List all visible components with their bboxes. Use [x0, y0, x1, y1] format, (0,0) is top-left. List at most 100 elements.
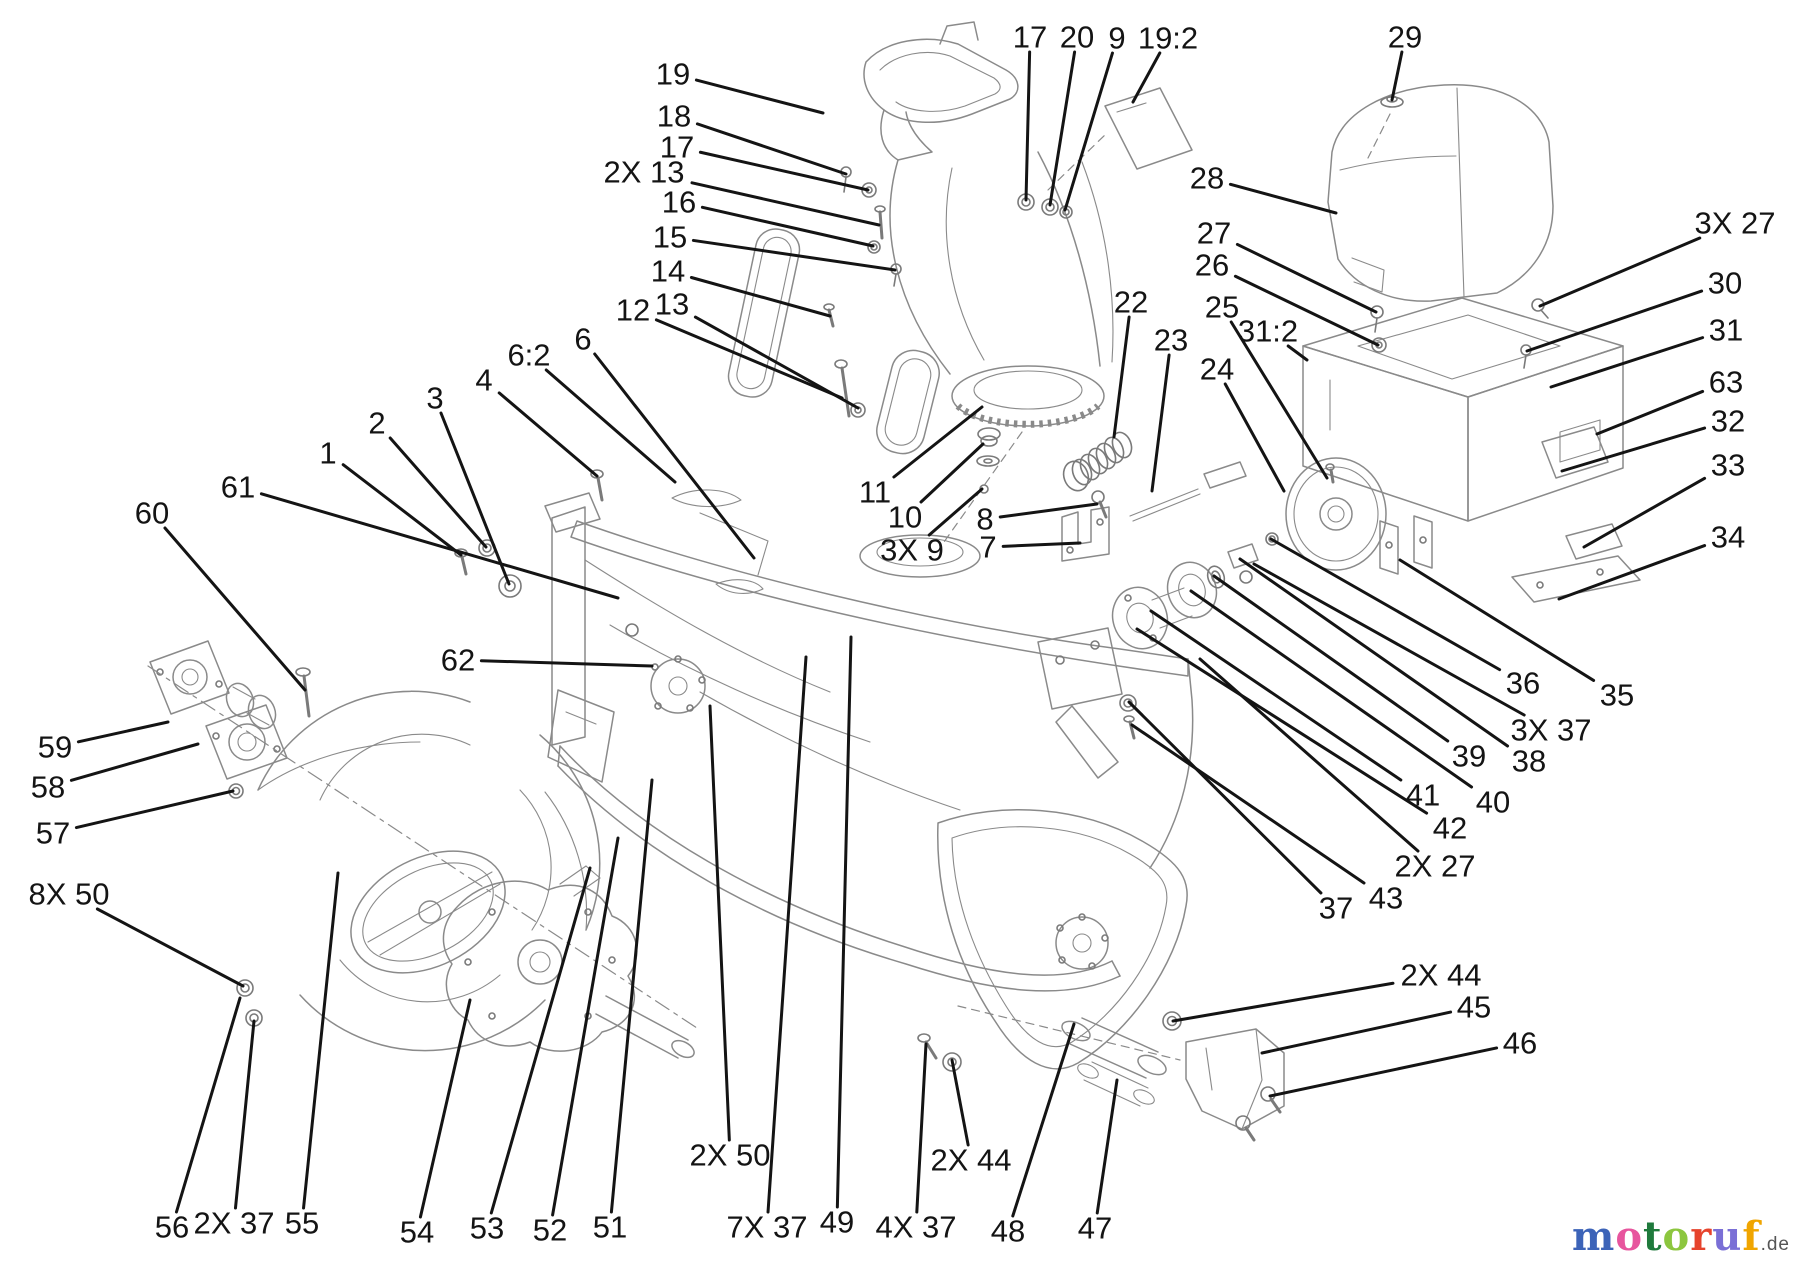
lower-bracket-drawing [917, 1011, 1285, 1142]
part-label-6: 6 [574, 322, 591, 357]
leader-line-7X-37 [766, 655, 808, 1214]
part-label-22: 22 [1114, 285, 1148, 320]
leader-line-20 [1048, 50, 1077, 207]
diagram-artwork [147, 21, 1641, 1142]
part-label-19: 19 [656, 57, 690, 92]
assembly-axis-lines [147, 431, 1181, 1061]
part-label-36: 36 [1506, 666, 1540, 701]
part-label-20: 20 [1060, 20, 1094, 55]
part-label-7: 7 [979, 530, 996, 565]
leader-line-47 [1095, 1078, 1119, 1215]
chute-guide-rails-drawing [727, 228, 940, 455]
part-label-29: 29 [1388, 20, 1422, 55]
part-label-53: 53 [470, 1211, 504, 1246]
leader-line-26 [1233, 274, 1380, 347]
part-label-46: 46 [1503, 1026, 1537, 1061]
part-label-2X-44: 2X 44 [1400, 958, 1481, 993]
leader-line-14 [689, 276, 832, 318]
part-label-24: 24 [1200, 352, 1234, 387]
part-label-27: 27 [1197, 216, 1231, 251]
leader-line-34 [1557, 544, 1707, 601]
part-label-45: 45 [1457, 990, 1491, 1025]
part-label-9: 9 [1108, 21, 1125, 56]
part-label-3X-27: 3X 27 [1694, 206, 1775, 241]
part-label-13: 13 [655, 287, 689, 322]
leader-line-49 [835, 635, 853, 1209]
leader-line-27 [1235, 242, 1378, 314]
part-label-2X-13: 2X 13 [603, 155, 684, 190]
logo-letter: t [1643, 1213, 1663, 1260]
leader-line-2X-27 [1198, 657, 1420, 853]
leader-line-62 [479, 659, 654, 668]
part-label-42: 42 [1433, 811, 1467, 846]
part-label-38: 38 [1512, 744, 1546, 779]
leader-line-53 [489, 866, 592, 1215]
part-label-3: 3 [426, 381, 443, 416]
leader-line-4 [497, 391, 599, 478]
leader-line-11 [892, 405, 984, 479]
leader-line-3 [439, 411, 511, 586]
part-label-7X-37: 7X 37 [726, 1210, 807, 1245]
part-label-41: 41 [1406, 778, 1440, 813]
leader-line-40 [1189, 589, 1474, 789]
leader-line-3X-9 [927, 487, 984, 537]
part-label-17: 17 [660, 130, 694, 165]
leader-line-2X-44 [1171, 981, 1395, 1023]
part-label-35: 35 [1600, 678, 1634, 713]
part-label-6:2: 6:2 [507, 338, 550, 373]
part-label-16: 16 [662, 185, 696, 220]
chute-deflector-drawing [863, 21, 1019, 161]
part-label-2X-27: 2X 27 [1394, 849, 1475, 884]
leader-line-17 [698, 150, 870, 192]
part-label-55: 55 [285, 1206, 319, 1241]
part-label-1: 1 [319, 436, 336, 471]
motoruf-domain-suffix: .de [1760, 1234, 1790, 1255]
leader-line-45 [1260, 1010, 1453, 1055]
decal-plate-drawing [1047, 87, 1193, 191]
part-label-63: 63 [1709, 365, 1743, 400]
leader-line-2X-13 [690, 181, 881, 227]
leader-line-1 [341, 463, 463, 557]
leader-line-2X-44 [950, 1058, 970, 1147]
part-label-49: 49 [820, 1205, 854, 1240]
leader-line-52 [551, 836, 620, 1217]
part-label-12: 12 [616, 293, 650, 328]
leader-line-23 [1150, 353, 1171, 493]
leader-line-42 [1135, 627, 1429, 815]
part-label-33: 33 [1711, 448, 1745, 483]
part-label-2: 2 [368, 406, 385, 441]
leader-line-31 [1549, 336, 1705, 389]
chute-body-drawing [889, 151, 1114, 428]
part-label-51: 51 [593, 1210, 627, 1245]
leader-line-15 [691, 238, 897, 272]
leader-line-10 [919, 442, 985, 504]
leader-line-55 [302, 871, 340, 1210]
chute-crank-hardware-drawing [976, 427, 1247, 562]
leader-line-18 [695, 122, 848, 176]
part-label-60: 60 [135, 496, 169, 531]
part-label-4: 4 [475, 363, 492, 398]
part-label-57: 57 [36, 816, 70, 851]
part-label-52: 52 [533, 1213, 567, 1248]
leader-line-9 [1063, 51, 1114, 212]
leader-line-6:2 [544, 368, 677, 484]
part-label-31: 31 [1709, 313, 1743, 348]
part-label-39: 39 [1452, 739, 1486, 774]
leader-line-33 [1582, 476, 1707, 549]
part-label-4X-37: 4X 37 [875, 1210, 956, 1245]
leader-line-22 [1112, 315, 1131, 439]
leader-line-13 [693, 315, 860, 410]
leader-line-7 [1001, 541, 1082, 548]
leader-lines [69, 50, 1707, 1219]
leader-line-2X-50 [708, 704, 731, 1142]
leader-line-12 [654, 318, 844, 400]
part-label-62: 62 [441, 643, 475, 678]
part-label-17: 17 [1013, 20, 1047, 55]
part-label-59: 59 [38, 730, 72, 765]
pulley-drawing [1285, 457, 1387, 571]
logo-letter: o [1662, 1213, 1691, 1260]
leader-line-29 [1390, 50, 1404, 102]
